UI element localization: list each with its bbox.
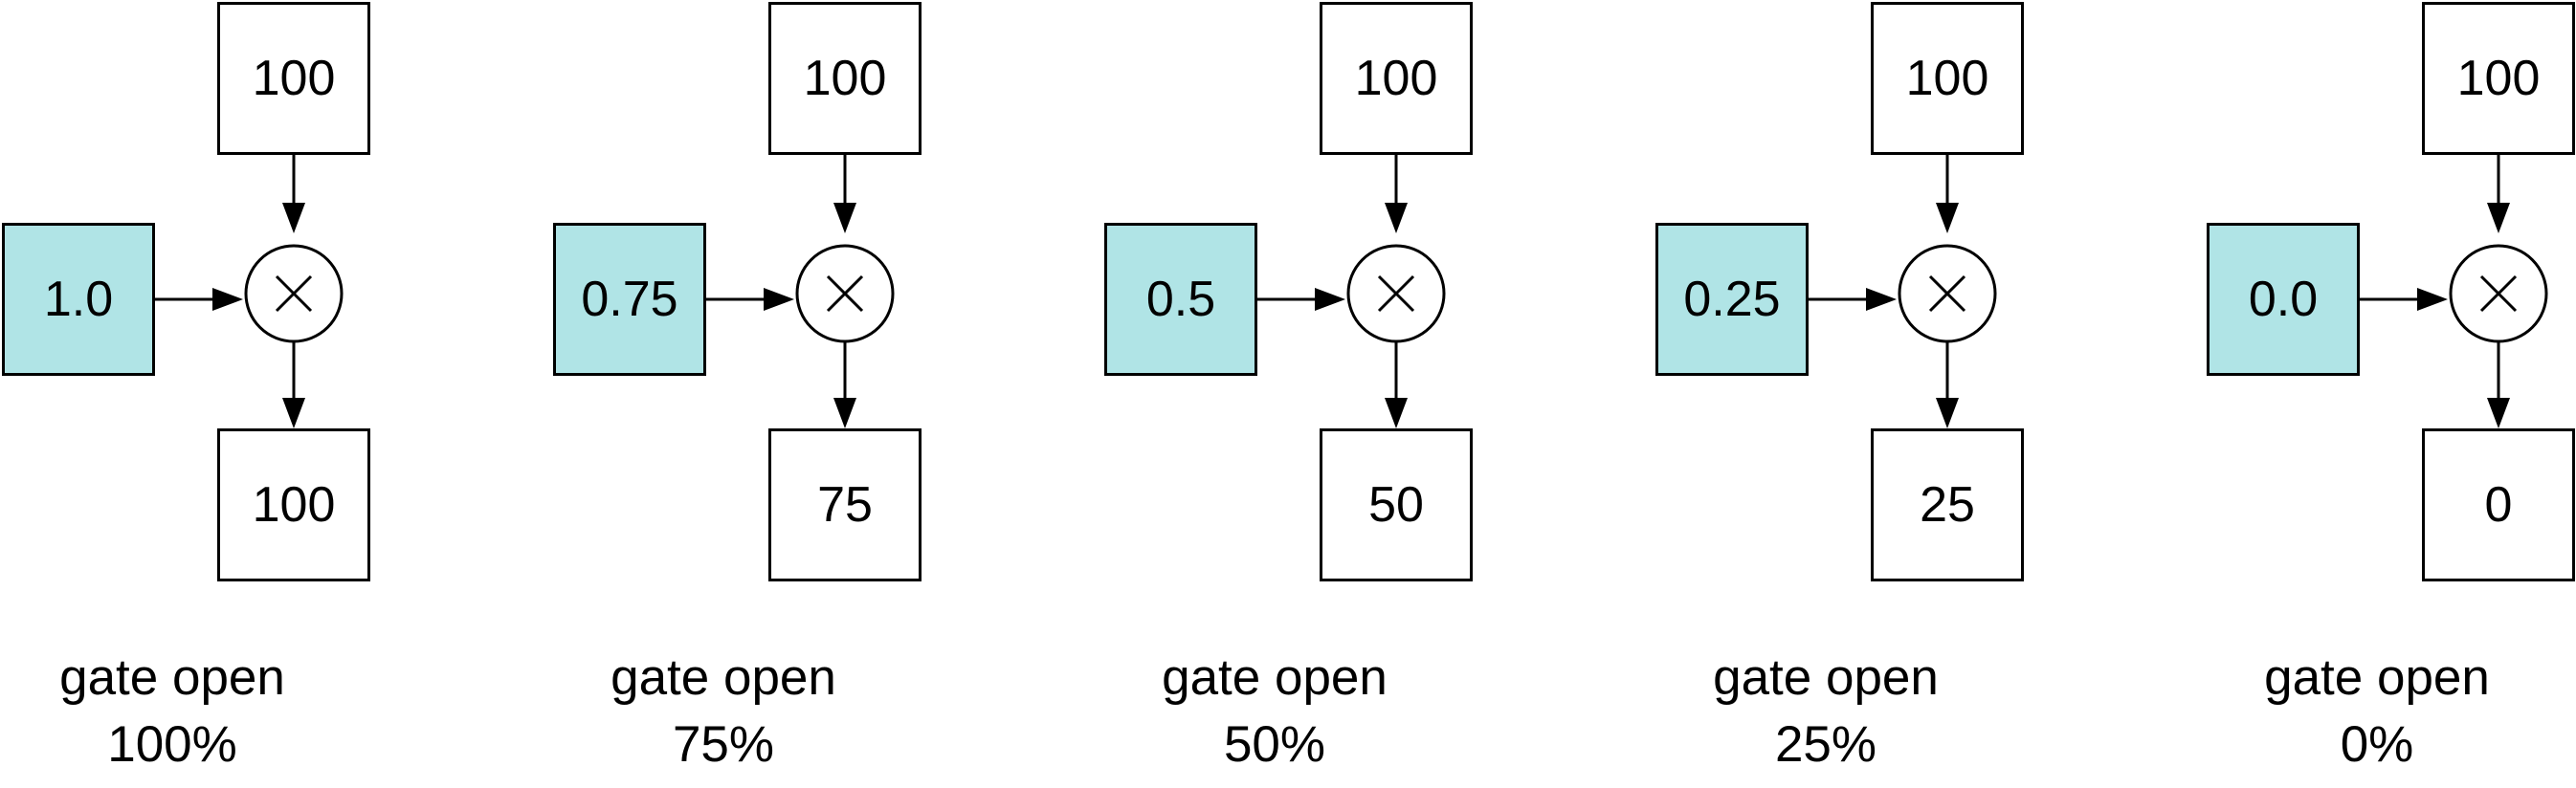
gate-caption: gate open 100% xyxy=(19,645,325,778)
caption-line-1: gate open xyxy=(611,649,836,706)
caption-line-1: gate open xyxy=(2264,649,2490,706)
gate-arrowhead xyxy=(1866,288,1897,311)
multiply-cross-b xyxy=(2479,274,2518,313)
multiply-cross-b xyxy=(826,274,864,313)
gate-arrowhead xyxy=(764,288,794,311)
multiply-cross-b xyxy=(275,274,313,313)
gate-panel-3: 100 0.25 25 gate open 25% xyxy=(1654,0,2024,788)
input-arrowhead xyxy=(282,203,305,233)
caption-line-2: 0% xyxy=(2340,716,2414,773)
input-arrowhead xyxy=(1385,203,1408,233)
gate-value-box: 0.5 xyxy=(1104,223,1257,376)
gate-value: 1.0 xyxy=(43,272,114,327)
caption-line-2: 50% xyxy=(1223,716,1326,773)
caption-line-1: gate open xyxy=(59,649,285,706)
multiply-cross-b xyxy=(1928,274,1966,313)
output-arrowhead xyxy=(1936,398,1959,428)
gate-panel-0: 100 1.0 100 gate open 100% xyxy=(0,0,370,788)
caption-line-2: 75% xyxy=(672,716,775,773)
gate-value: 0.5 xyxy=(1145,272,1216,327)
input-value: 100 xyxy=(1905,51,1989,106)
input-value-box: 100 xyxy=(768,2,922,155)
input-value: 100 xyxy=(2456,51,2541,106)
output-value-box: 0 xyxy=(2422,428,2575,581)
gate-value-box: 0.25 xyxy=(1655,223,1809,376)
input-value: 100 xyxy=(252,51,336,106)
output-arrowhead xyxy=(833,398,856,428)
input-value: 100 xyxy=(803,51,887,106)
gate-caption: gate open 25% xyxy=(1673,645,1979,778)
output-arrowhead xyxy=(282,398,305,428)
gate-panel-2: 100 0.5 50 gate open 50% xyxy=(1102,0,1473,788)
gate-caption: gate open 75% xyxy=(570,645,877,778)
gate-value: 0.75 xyxy=(581,272,678,327)
caption-line-1: gate open xyxy=(1162,649,1388,706)
gate-arrowhead xyxy=(2417,288,2448,311)
multiplication-wiring xyxy=(2360,155,2548,428)
output-value: 100 xyxy=(252,477,336,533)
gate-value-box: 1.0 xyxy=(2,223,155,376)
multiply-cross-b xyxy=(1377,274,1415,313)
gate-arrowhead xyxy=(1315,288,1345,311)
multiplication-wiring xyxy=(1809,155,1997,428)
output-value-box: 25 xyxy=(1871,428,2024,581)
input-value-box: 100 xyxy=(217,2,370,155)
output-value-box: 50 xyxy=(1320,428,1473,581)
output-arrowhead xyxy=(2487,398,2510,428)
gate-value: 0.25 xyxy=(1683,272,1781,327)
input-value: 100 xyxy=(1354,51,1438,106)
output-arrowhead xyxy=(1385,398,1408,428)
output-value-box: 75 xyxy=(768,428,922,581)
gate-panel-4: 100 0.0 0 gate open 0% xyxy=(2205,0,2575,788)
input-value-box: 100 xyxy=(2422,2,2575,155)
gate-value-box: 0.75 xyxy=(553,223,706,376)
input-arrowhead xyxy=(2487,203,2510,233)
output-value: 50 xyxy=(1368,477,1424,533)
caption-line-2: 25% xyxy=(1774,716,1877,773)
gate-caption: gate open 50% xyxy=(1121,645,1428,778)
multiplication-wiring xyxy=(1257,155,1446,428)
gate-caption: gate open 0% xyxy=(2224,645,2530,778)
input-arrowhead xyxy=(1936,203,1959,233)
output-value: 75 xyxy=(817,477,873,533)
gate-value: 0.0 xyxy=(2248,272,2319,327)
gate-arrowhead xyxy=(212,288,243,311)
output-value: 25 xyxy=(1920,477,1975,533)
multiplication-wiring xyxy=(706,155,895,428)
output-value: 0 xyxy=(2484,477,2513,533)
multiplication-wiring xyxy=(155,155,344,428)
input-value-box: 100 xyxy=(1871,2,2024,155)
gate-value-box: 0.0 xyxy=(2207,223,2360,376)
output-value-box: 100 xyxy=(217,428,370,581)
input-value-box: 100 xyxy=(1320,2,1473,155)
input-arrowhead xyxy=(833,203,856,233)
gate-panel-1: 100 0.75 75 gate open 75% xyxy=(551,0,922,788)
caption-line-2: 100% xyxy=(107,716,237,773)
caption-line-1: gate open xyxy=(1713,649,1939,706)
